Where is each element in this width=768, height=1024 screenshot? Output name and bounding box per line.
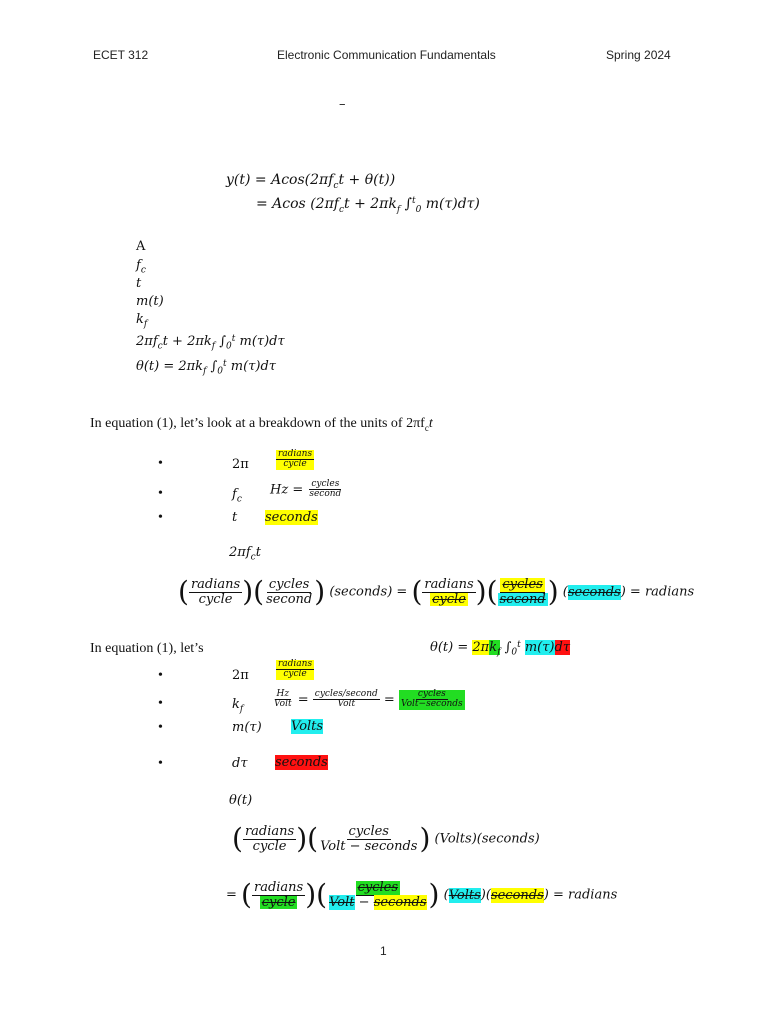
symbol-t: t — [136, 276, 142, 291]
bullet-3: • — [158, 510, 163, 525]
list2-unit-seconds: seconds — [275, 755, 328, 770]
symbol-kf: kf — [136, 312, 148, 330]
page-number: 1 — [380, 944, 387, 958]
bullet-6: • — [158, 720, 163, 735]
bullet-1: • — [158, 456, 163, 471]
theta-label: θ(t) — [229, 793, 253, 808]
list1-unit-seconds: seconds — [265, 510, 318, 525]
symbol-theta: θ(t) = 2πkf ∫0t m(τ)dτ — [136, 359, 276, 377]
label-2pifct: 2πfct — [229, 545, 261, 563]
list2-sym-2pi: 2π — [232, 668, 249, 683]
equation-1-line-2: = Acos (2πfct + 2πkf ∫t0 m(τ)dτ) — [256, 196, 480, 215]
list2-sym-kf: kf — [232, 697, 244, 715]
bullet-2: • — [158, 486, 163, 501]
theta-equation: θ(t) = 2πkf ∫0t m(τ)dτ — [430, 640, 571, 658]
symbol-mt: m(t) — [136, 294, 164, 309]
symbol-A: A — [136, 239, 146, 254]
header-title: Electronic Communication Fundamentals — [277, 48, 496, 62]
bullet-7: • — [158, 756, 163, 771]
bullet-5: • — [158, 696, 163, 711]
symbol-phase: 2πfct + 2πkf ∫0t m(τ)dτ — [136, 334, 285, 352]
paragraph-units-breakdown: In equation (1), let’s look at a breakdo… — [90, 416, 433, 433]
bullet-4: • — [158, 668, 163, 683]
list1-sym-2pi: 2π — [232, 457, 249, 472]
paragraph-2: In equation (1), let’s — [90, 641, 204, 656]
equation-1-line-1: y(t) = Acos(2πfct + θ(t)) — [226, 172, 396, 191]
list2-sym-mtau: m(τ) — [232, 720, 262, 735]
header-term: Spring 2024 — [606, 48, 671, 62]
header-course: ECET 312 — [93, 48, 149, 62]
dash-mark: – — [339, 97, 346, 112]
list2-unit-volts: Volts — [291, 719, 324, 734]
symbol-fc: fc — [136, 258, 146, 276]
list1-sym-t: t — [232, 510, 238, 525]
list1-sym-fc: fc — [232, 487, 242, 505]
list2-sym-dtau: dτ — [232, 756, 248, 771]
